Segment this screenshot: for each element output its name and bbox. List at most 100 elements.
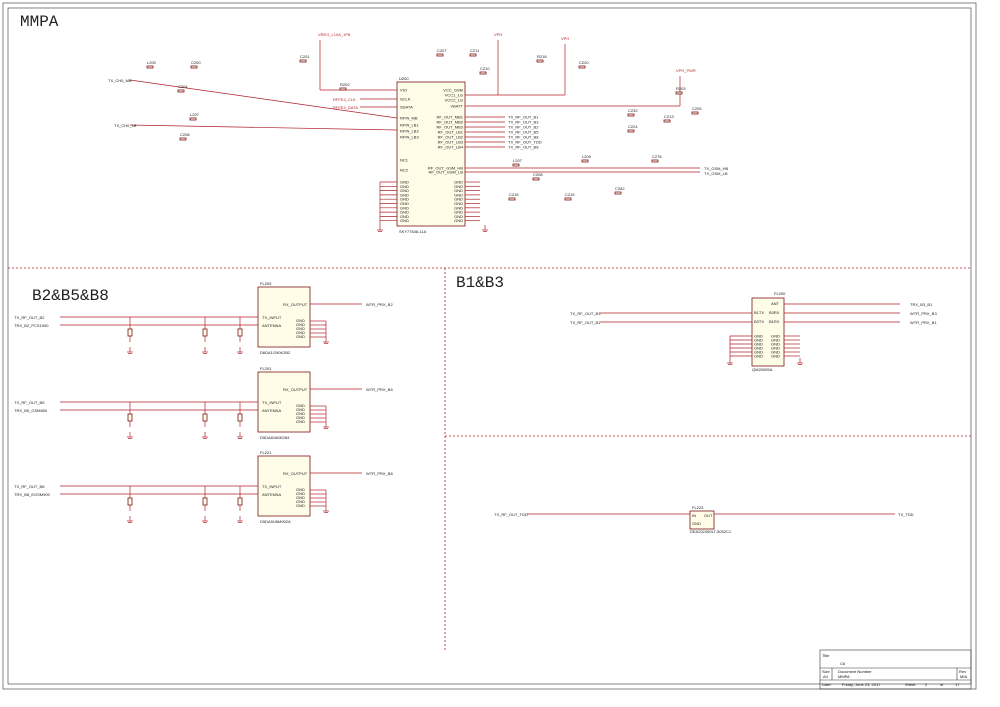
mmpa-gnd-pin: GND (400, 184, 409, 189)
duplexer-fl201: FL201D5DA8166K2B4TX_INPUTANTENNARX_OUTPU… (14, 366, 393, 440)
mmpa-pin-right: VCC_GSM (443, 88, 463, 93)
shunt-component (237, 328, 243, 337)
tdd-ref: FL223 (692, 505, 704, 510)
mmpa-ground (377, 225, 383, 232)
tdd-pin-gnd: GND (692, 521, 701, 526)
net-wtr-prx: WTR_PRX_B2 (366, 302, 393, 307)
mmpa-gnd-pin: GND (454, 210, 463, 215)
duplexer-pin-gnd: GND (296, 415, 305, 420)
mmpa-pin-right: VBATT (450, 104, 463, 109)
net-trx-ant: TRX_B2_PCS1900 (14, 323, 49, 328)
mmpa-gnd-pin: GND (454, 180, 463, 185)
component-ref: C215 (565, 192, 575, 197)
component-ref: L200 (147, 60, 157, 65)
mmpa-pin-left: SDATA (400, 105, 413, 110)
power-vph-2: VPH (561, 36, 569, 41)
duplexer-pin-rx: RX_OUTPUT (283, 471, 308, 476)
net-trx-ant: TRX_B5_GSM850 (14, 408, 48, 413)
duplexer-pin-gnd: GND (296, 407, 305, 412)
section-title-b2b5b8: B2&B5&B8 (32, 287, 109, 305)
mmpa-gnd-pin: GND (454, 197, 463, 202)
net-trx-b3-b1: TRX_B3_B1 (910, 302, 933, 307)
mmpa-pin-left: NC1 (400, 158, 409, 163)
mmpa-gnd-pin: GND (400, 192, 409, 197)
component-body (190, 65, 198, 69)
mmpa-pin-right: RF_OUT_MB3 (437, 125, 464, 130)
quad-pin-b1rx: B1RX (769, 319, 780, 324)
duplexer-pin-gnd: GND (296, 495, 305, 500)
quad-ground (797, 358, 803, 365)
mmpa-gnd-pin: GND (400, 218, 409, 223)
quad-pin-gnd: GND (754, 346, 763, 351)
tb-date-label: Date: (822, 682, 832, 687)
shunt-ground (237, 347, 243, 354)
tb-of-label: of (940, 682, 944, 687)
mmpa-pin-left: RFIN_LB3 (400, 135, 419, 140)
quad-pin-ant: ANT (771, 301, 780, 306)
tdd-filter-fl223 (689, 510, 715, 530)
component-ref: L209 (582, 154, 592, 159)
tb-date-value: Friday, June 23, 2017 (842, 682, 881, 687)
component-ref: C276 (652, 154, 662, 159)
mmpa-gnd-pin: GND (454, 205, 463, 210)
mmpa-pin-right: RF_OUT_MB2 (437, 120, 464, 125)
component-ref: C210 (480, 66, 490, 71)
duplexer-pin-tx: TX_INPUT (262, 400, 282, 405)
quad-pin-b3rx: B3RX (769, 310, 780, 315)
mmpa-gnd-pin: GND (400, 201, 409, 206)
net-wtr-prx: WTR_PRX_B5 (366, 387, 393, 392)
shunt-ground (202, 347, 208, 354)
shunt-component (237, 497, 243, 506)
section-title-b1b3: B1&B3 (456, 274, 504, 292)
shunt-ground (127, 432, 133, 439)
quad-part: QM25005A (752, 367, 773, 372)
component-ref: R203 (676, 86, 686, 91)
component-body (614, 191, 622, 195)
duplexer-pin-ant: ANTENNA (262, 323, 281, 328)
mmpa-pin-right: RF_OUT_GSM_LB (429, 170, 464, 175)
duplexer-ground (323, 337, 329, 344)
mmpa-pin-right: RF_OUT_LB1 (438, 130, 464, 135)
mmpa-ground (482, 225, 488, 232)
duplexer-ref: FL203 (260, 281, 272, 286)
tdd-pin-out: OUT (704, 513, 713, 518)
net-tx-rf-out: TX_RF_OUT_B2 (14, 315, 45, 320)
shunt-component (127, 413, 133, 422)
duplexer-pin-tx: TX_INPUT (262, 315, 282, 320)
duplexer-pin-gnd: GND (296, 491, 305, 496)
quad-ground (727, 358, 733, 365)
duplexer-part: D5DA9U6M902A (260, 519, 291, 524)
shunt-component (127, 328, 133, 337)
mmpa-pin-left: NC2 (400, 168, 409, 173)
tb-sheet-label: Sheet (905, 682, 916, 687)
component-body (469, 53, 477, 57)
shunt-component (202, 328, 208, 337)
wire-ch0-mb (129, 79, 398, 119)
component-body (299, 59, 307, 63)
net-tx-rf-out: TX_RF_OUT_B8 (14, 484, 45, 489)
component-body (581, 159, 589, 163)
component-ref: C220 (579, 60, 589, 65)
component-ref: C208 (533, 172, 543, 177)
component-ref: C216 (509, 192, 519, 197)
mmpa-gnd-pin: GND (400, 197, 409, 202)
mmpa-out-net: TX_RF_OUT_B5 (508, 130, 539, 135)
mmpa-left-pins: VIOSCLKSDATARFIN_MBRFIN_LB1RFIN_LB2RFIN_… (400, 88, 419, 173)
duplexer-ground (323, 422, 329, 429)
quad-pin-gnd: GND (771, 350, 780, 355)
mmpa-gnd-pin: GND (400, 210, 409, 215)
outer-frame (2, 2, 977, 690)
component-body (675, 91, 683, 95)
component-body (339, 87, 347, 91)
mmpa-u200 (396, 81, 466, 227)
duplexer-pin-gnd: GND (296, 487, 305, 492)
component-body (564, 197, 572, 201)
net-tx-gsm-lb: TX_GSM_LB (704, 171, 728, 176)
component-body (479, 71, 487, 75)
shunt-ground (127, 516, 133, 523)
mmpa-pin-right: RF_OUT_GSM_HB (428, 166, 463, 171)
quad-ref: FL200 (774, 291, 786, 296)
